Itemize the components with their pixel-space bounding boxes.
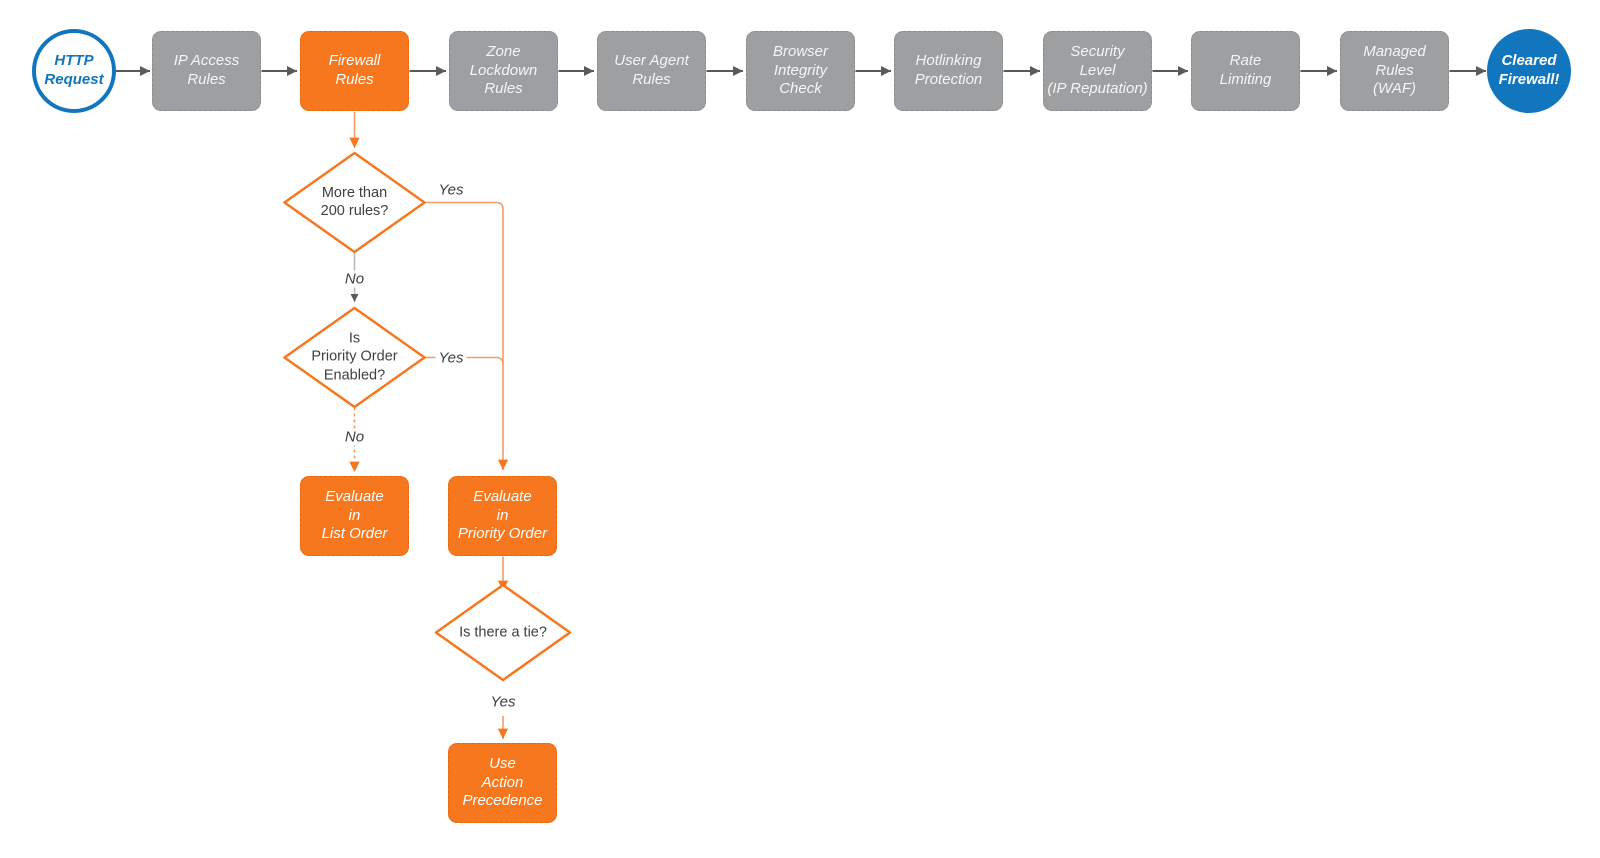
label-is-there-a-tie: Is there a tie? (459, 624, 547, 641)
node-evaluate-in-list-order: Evaluate in List Order (300, 476, 409, 556)
node-use-action-precedence: Use Action Precedence (448, 743, 557, 823)
node-evaluate-in-priority-order: Evaluate in Priority Order (448, 476, 557, 556)
edge-label-d3-yes: Yes (487, 693, 519, 711)
label-more-than-200-rules: More than 200 rules? (320, 184, 389, 220)
node-managed-rules-waf: Managed Rules (WAF) (1340, 31, 1449, 111)
node-rate-limiting: Rate Limiting (1191, 31, 1300, 111)
node-http-request: HTTP Request (32, 29, 116, 113)
edge-label-d2-yes: Yes (435, 349, 467, 366)
node-security-level: Security Level (IP Reputation) (1043, 31, 1152, 111)
node-zone-lockdown-rules: Zone Lockdown Rules (449, 31, 558, 111)
edge-d1-yes (424, 201, 509, 470)
edge-label-d1-yes: Yes (435, 181, 467, 199)
node-ip-access-rules: IP Access Rules (152, 31, 261, 111)
decision-diamonds (283, 151, 572, 682)
node-user-agent-rules: User Agent Rules (597, 31, 706, 111)
node-browser-integrity-check: Browser Integrity Check (746, 31, 855, 111)
node-cleared-firewall: Cleared Firewall! (1487, 29, 1571, 113)
edge-label-d2-no: No (341, 428, 368, 446)
edge-label-d1-no: No (341, 270, 368, 288)
label-priority-order-enabled: Is Priority Order Enabled? (311, 330, 398, 384)
node-hotlinking-protection: Hotlinking Protection (894, 31, 1003, 111)
node-firewall-rules: Firewall Rules (300, 31, 409, 111)
